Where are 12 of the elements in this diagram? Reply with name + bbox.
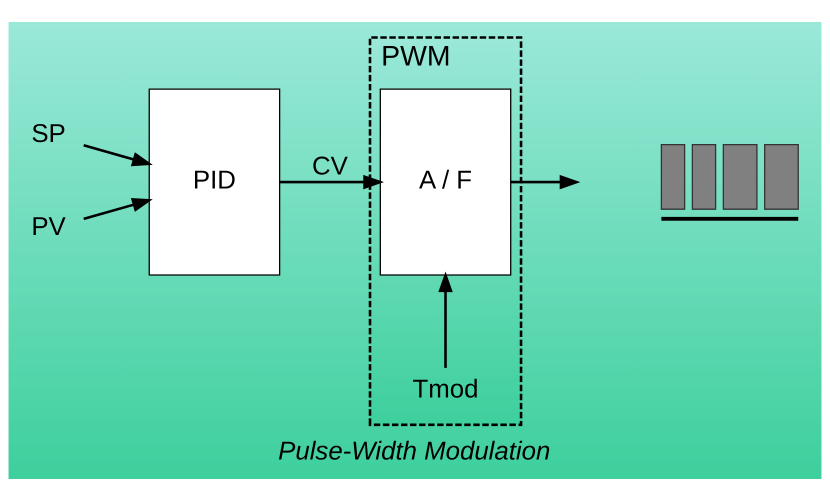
node-box: A / F xyxy=(380,88,512,276)
node-label: Pulse-Width Modulation xyxy=(278,438,550,466)
edge-label: CV xyxy=(312,152,348,180)
arrow xyxy=(438,271,453,368)
arrow xyxy=(510,174,580,190)
node-text: PV xyxy=(31,213,66,242)
node-text: Tmod xyxy=(412,376,478,404)
arrow xyxy=(280,174,384,190)
arrow xyxy=(83,144,153,166)
node-text: SP xyxy=(31,120,66,148)
arrow xyxy=(83,198,153,220)
node-box: PID xyxy=(148,88,280,276)
